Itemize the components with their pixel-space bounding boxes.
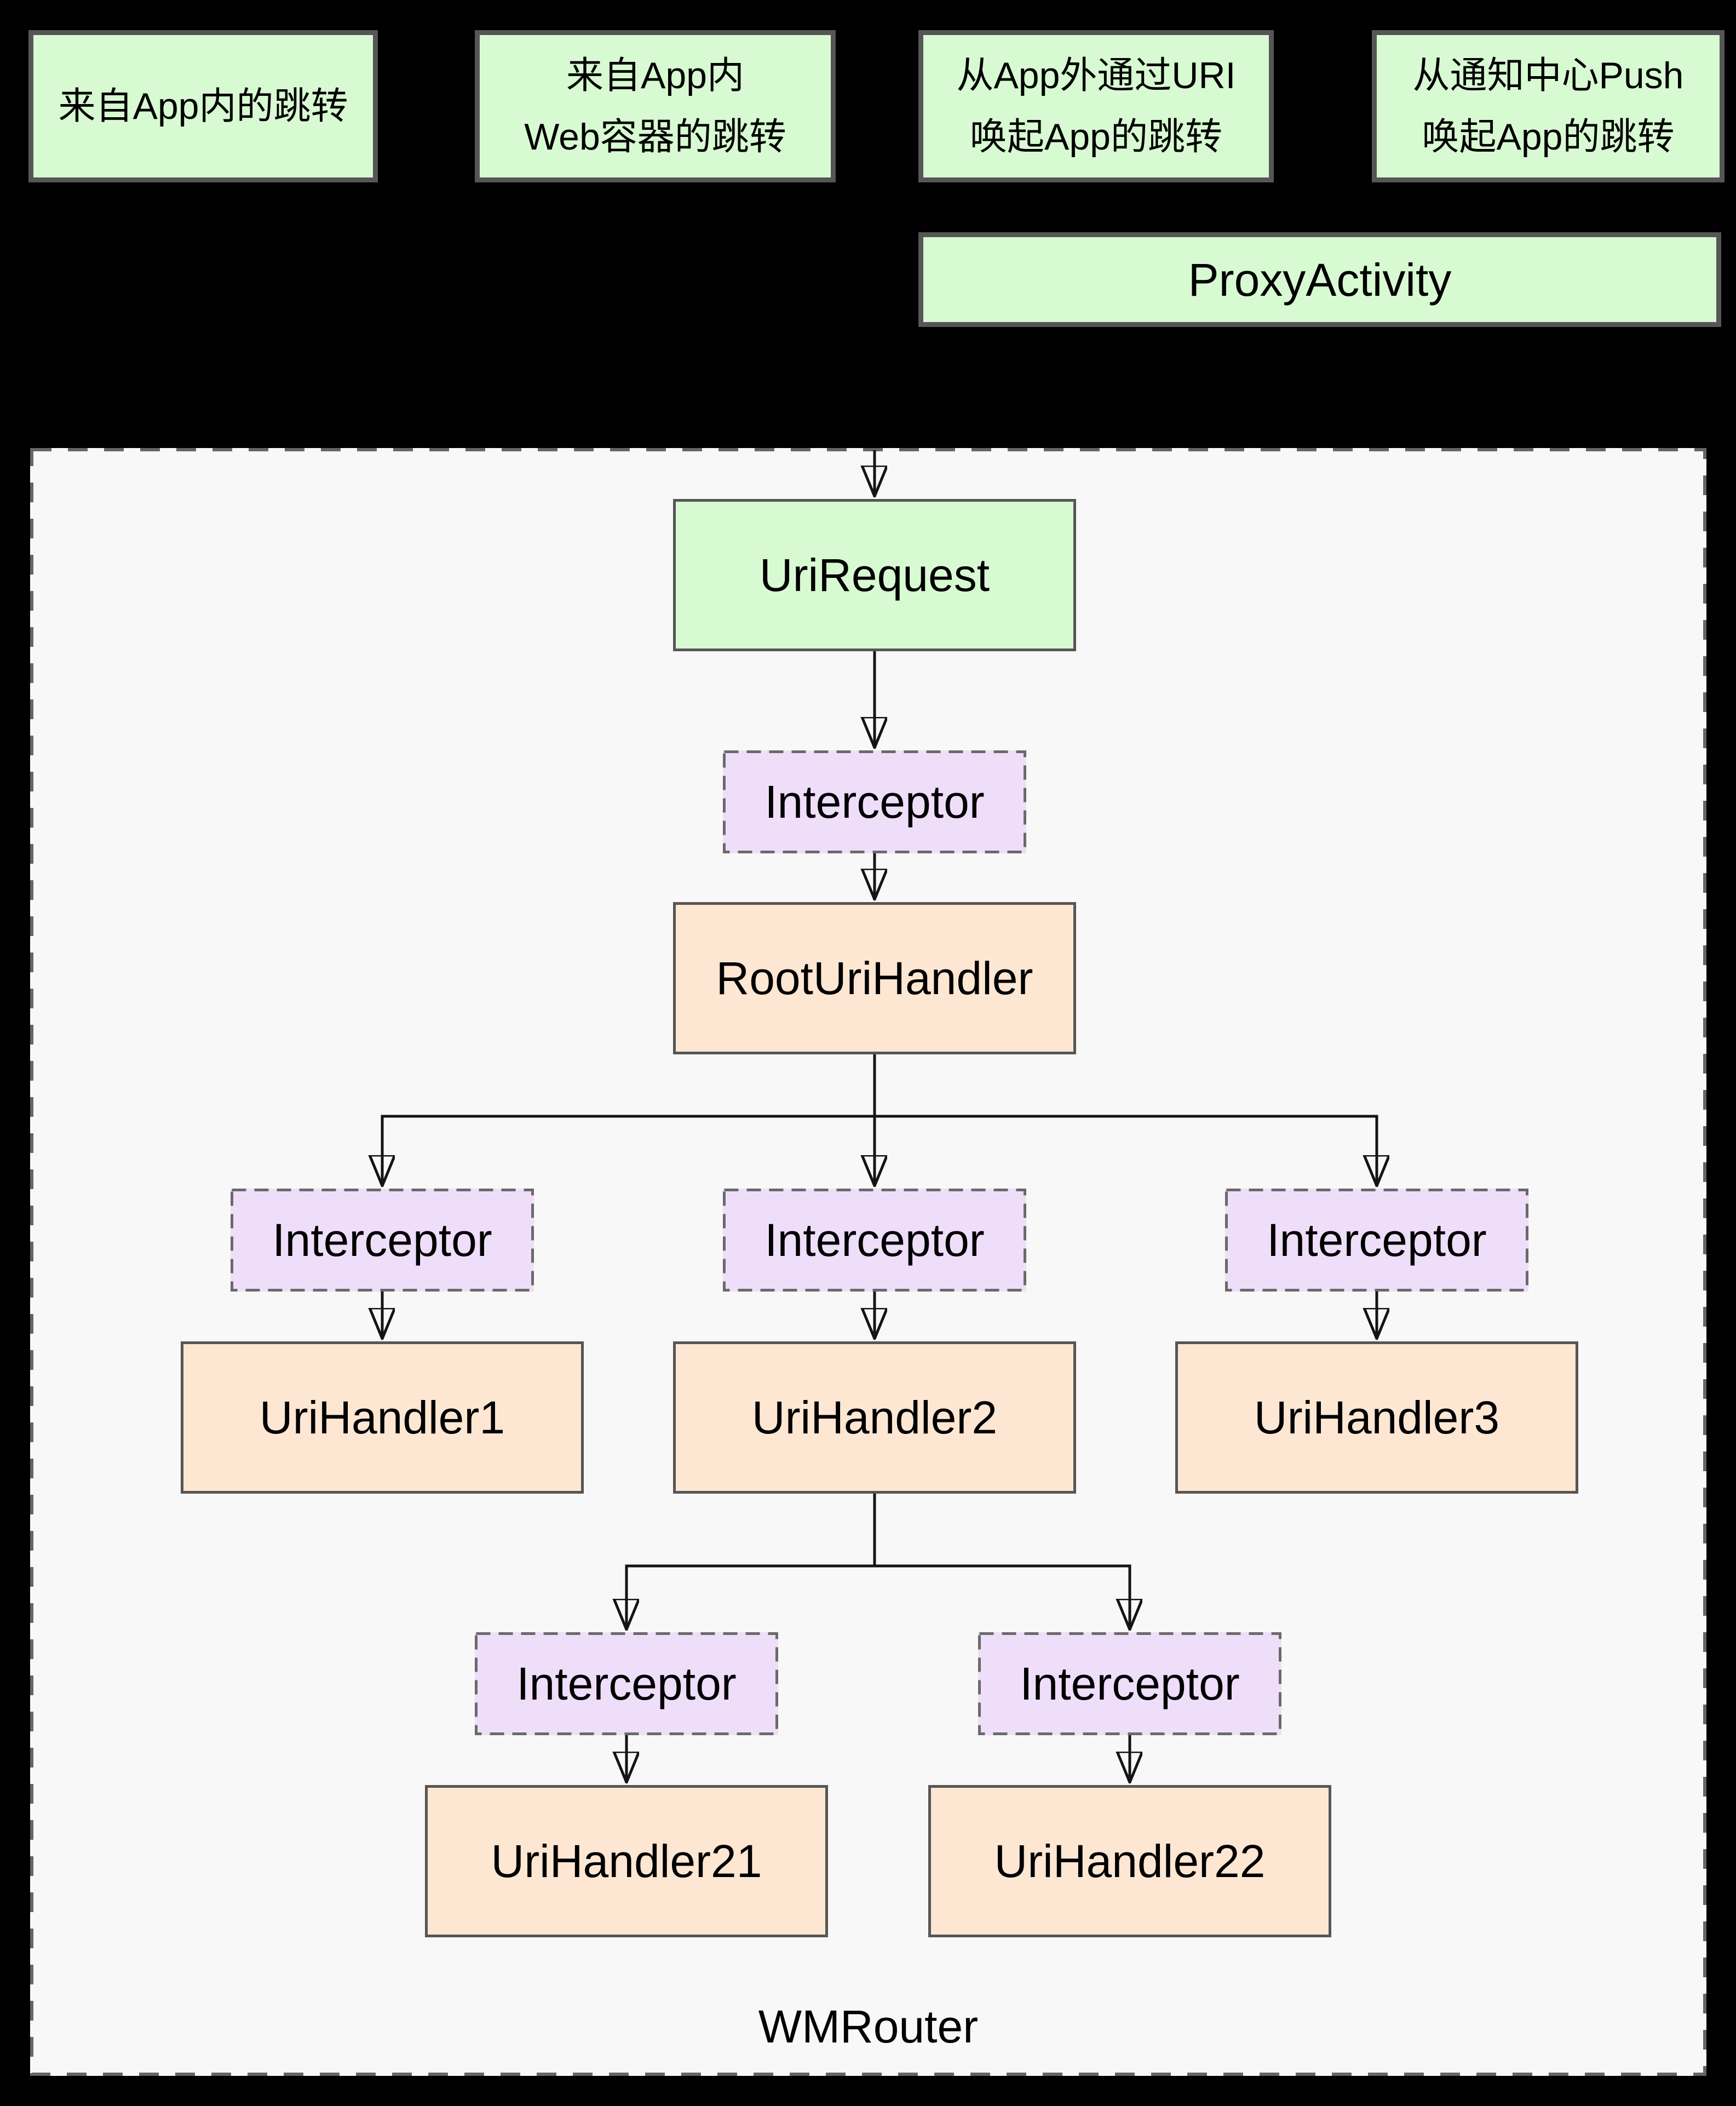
source-webview-label-line1: 来自App内 xyxy=(566,55,744,96)
interceptor-label: Interceptor xyxy=(764,1214,985,1266)
source-push-label-line1: 从通知中心Push xyxy=(1412,55,1684,96)
proxy-activity-box: ProxyActivity xyxy=(918,232,1721,327)
source-in-app-box: 来自App内的跳转 xyxy=(28,30,378,182)
interceptor-label: Interceptor xyxy=(1267,1214,1487,1266)
interceptor-node-21: Interceptor xyxy=(475,1632,778,1735)
wmrouter-label: WMRouter xyxy=(758,2000,979,2052)
source-push-label-line2: 唤起App的跳转 xyxy=(1422,116,1675,158)
uri-handler-2-node: UriHandler2 xyxy=(673,1341,1076,1494)
source-in-app-label: 来自App内的跳转 xyxy=(58,85,348,127)
root-uri-handler-label: RootUriHandler xyxy=(716,952,1033,1004)
interceptor-node-22: Interceptor xyxy=(978,1632,1281,1735)
interceptor-label: Interceptor xyxy=(1020,1657,1240,1709)
uri-handler-1-node: UriHandler1 xyxy=(181,1341,584,1494)
uri-handler-3-node: UriHandler3 xyxy=(1175,1341,1578,1494)
uri-handler-2-label: UriHandler2 xyxy=(751,1391,998,1443)
source-push-box: 从通知中心Push 唤起App的跳转 xyxy=(1372,30,1724,182)
uri-handler-21-node: UriHandler21 xyxy=(425,1785,828,1937)
uri-request-node: UriRequest xyxy=(673,499,1076,651)
uri-handler-1-label: UriHandler1 xyxy=(259,1391,505,1443)
interceptor-node-root: Interceptor xyxy=(723,750,1026,853)
uri-request-label: UriRequest xyxy=(759,549,990,601)
interceptor-node-3: Interceptor xyxy=(1225,1189,1528,1292)
source-webview-box: 来自App内 Web容器的跳转 xyxy=(475,30,836,182)
interceptor-label: Interceptor xyxy=(272,1214,492,1266)
root-uri-handler-node: RootUriHandler xyxy=(673,902,1076,1054)
interceptor-label: Interceptor xyxy=(516,1657,737,1709)
source-webview-label-line2: Web容器的跳转 xyxy=(524,116,786,158)
proxy-activity-label: ProxyActivity xyxy=(1188,254,1452,306)
source-external-uri-label-line2: 唤起App的跳转 xyxy=(970,116,1222,158)
interceptor-node-2: Interceptor xyxy=(723,1189,1026,1292)
interceptor-node-1: Interceptor xyxy=(231,1189,534,1292)
interceptor-label: Interceptor xyxy=(764,776,985,828)
uri-handler-21-label: UriHandler21 xyxy=(491,1835,762,1887)
source-external-uri-label-line1: 从App外通过URI xyxy=(956,55,1236,96)
uri-handler-22-label: UriHandler22 xyxy=(994,1835,1266,1887)
source-external-uri-box: 从App外通过URI 唤起App的跳转 xyxy=(918,30,1274,182)
uri-handler-3-label: UriHandler3 xyxy=(1254,1391,1500,1443)
uri-handler-22-node: UriHandler22 xyxy=(928,1785,1331,1937)
